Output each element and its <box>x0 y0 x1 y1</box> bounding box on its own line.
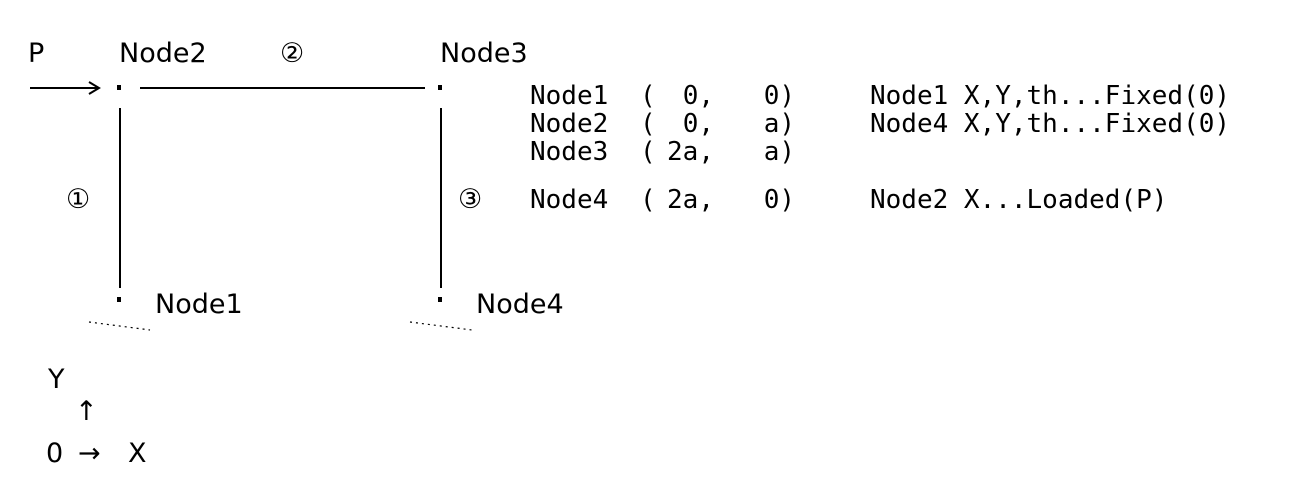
axis-y-label: Y <box>47 364 65 395</box>
coordinate-row: Node1 ( 0, 0) <box>530 81 795 111</box>
condition-line: Node1 X,Y,th...Fixed(0) <box>870 81 1230 111</box>
coord-y-value: a) <box>764 109 795 139</box>
boundary-conditions: Node1 X,Y,th...Fixed(0) Node4 X,Y,th...F… <box>870 81 1230 215</box>
axes-legend: Y ↑ 0 → X <box>46 364 147 469</box>
axis-up-arrow: ↑ <box>75 396 98 427</box>
coord-open-paren: ( <box>640 185 656 215</box>
node4-dot <box>438 297 442 302</box>
coordinate-row: Node2 ( 0, a) <box>530 109 795 139</box>
axis-x-label: X <box>128 438 147 469</box>
coord-open-paren: ( <box>640 109 656 139</box>
member-1-label: ① <box>66 184 90 215</box>
coordinate-row: Node3 ( 2a, a) <box>530 137 795 167</box>
coord-x-value: 2a, <box>667 185 714 215</box>
coord-y-value: a) <box>764 137 795 167</box>
node3-label: Node3 <box>440 38 528 69</box>
node4-label: Node4 <box>476 289 564 320</box>
coordinate-row: Node4 ( 2a, 0) <box>530 185 795 215</box>
node1-dot <box>117 297 121 302</box>
coord-x-value: 2a, <box>667 137 714 167</box>
coord-node-name: Node4 <box>530 185 608 215</box>
coord-x-value: 0, <box>683 109 714 139</box>
condition-line: Node2 X...Loaded(P) <box>870 185 1167 215</box>
coord-node-name: Node1 <box>530 81 608 111</box>
node1-label: Node1 <box>155 289 243 320</box>
member-2-label: ② <box>280 38 304 69</box>
load-arrow-head <box>88 81 101 95</box>
node2-label: Node2 <box>119 38 207 69</box>
support-hatch-node4 <box>409 321 473 331</box>
coord-node-name: Node2 <box>530 109 608 139</box>
coord-x-value: 0, <box>683 81 714 111</box>
load-label: P <box>28 38 44 69</box>
support-hatch-node1 <box>88 321 151 331</box>
coordinate-table: Node1 ( 0, 0) Node2 ( 0, a) Node3 ( 2a, … <box>530 81 795 215</box>
node3-dot <box>438 85 442 90</box>
condition-line: Node4 X,Y,th...Fixed(0) <box>870 109 1230 139</box>
coord-open-paren: ( <box>640 81 656 111</box>
coord-node-name: Node3 <box>530 137 608 167</box>
axis-right-arrow: → <box>78 438 101 469</box>
member-3-label: ③ <box>458 184 482 215</box>
coord-open-paren: ( <box>640 137 656 167</box>
coord-y-value: 0) <box>764 81 795 111</box>
node2-dot <box>117 85 121 90</box>
axis-origin-label: 0 <box>46 438 63 469</box>
coord-y-value: 0) <box>764 185 795 215</box>
